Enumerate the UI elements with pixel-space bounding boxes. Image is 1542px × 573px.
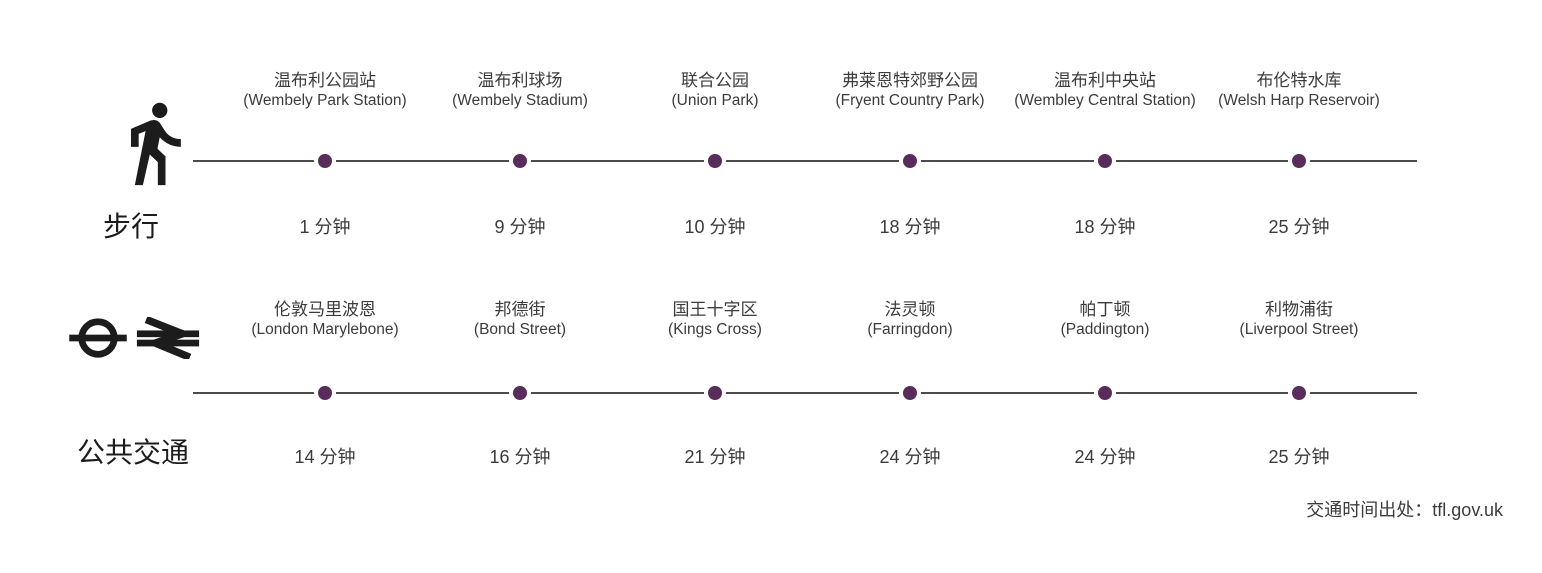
timeline-dot (704, 382, 726, 404)
station-name-en: (London Marylebone) (251, 321, 399, 338)
travel-time-label: 21 分钟 (684, 447, 746, 467)
station-name-en: (Wembely Stadium) (452, 92, 588, 109)
timeline-dot (314, 150, 336, 172)
timeline-dot (509, 382, 531, 404)
station-name-en: (Liverpool Street) (1239, 321, 1359, 338)
station-column: 国王十字区 (Kings Cross) (668, 299, 762, 339)
station-name-cn: 弗莱恩特郊野公园 (841, 71, 978, 90)
travel-time-label: 9 分钟 (494, 217, 546, 237)
station-name-en: (Bond Street) (473, 321, 567, 338)
station-column: 伦敦马里波恩 (London Marylebone) (251, 299, 398, 339)
station-name-cn: 利物浦街 (1264, 300, 1333, 319)
station-name-cn: 联合公园 (681, 71, 749, 90)
walking-timeline-line (193, 160, 1417, 162)
station-name-en: (Welsh Harp Reservoir) (1218, 92, 1380, 109)
timeline-dot (899, 382, 921, 404)
station-name-cn: 布伦特水库 (1256, 71, 1342, 90)
travel-time-label: 18 分钟 (1074, 217, 1136, 237)
public-transport-timeline-line (193, 392, 1417, 394)
travel-time-label: 24 分钟 (1074, 447, 1136, 467)
timeline-dot (1094, 382, 1116, 404)
station-name-en: (Kings Cross) (668, 321, 762, 338)
travel-time-label: 18 分钟 (879, 217, 941, 237)
station-name-en: (Wembley Central Station) (1014, 92, 1196, 109)
station-name-en: (Wembely Park Station) (243, 92, 407, 109)
station-name-en: (Union Park) (671, 92, 759, 109)
station-name-cn: 国王十字区 (672, 300, 758, 319)
timeline-dot (314, 382, 336, 404)
station-column: 弗莱恩特郊野公园 (Fryent Country Park) (835, 70, 984, 110)
station-column: 温布利球场 (Wembely Stadium) (452, 70, 588, 110)
station-column: 温布利中央站 (Wembley Central Station) (1014, 70, 1195, 110)
station-name-cn: 温布利公园站 (273, 71, 376, 90)
station-name-cn: 法灵顿 (884, 300, 936, 319)
tfl-roundel-icon (69, 315, 127, 361)
station-name-cn: 邦德街 (494, 300, 546, 319)
travel-time-label: 25 分钟 (1268, 217, 1330, 237)
station-column: 布伦特水库 (Welsh Harp Reservoir) (1218, 70, 1380, 110)
station-name-en: (Fryent Country Park) (835, 92, 985, 109)
timeline-dot (1288, 150, 1310, 172)
row-label-public-transport: 公共交通 (77, 437, 190, 468)
national-rail-icon (133, 317, 203, 359)
travel-time-label: 16 分钟 (489, 447, 551, 467)
walking-icon (108, 90, 200, 196)
timeline-dot (1288, 382, 1310, 404)
timeline-dot (899, 150, 921, 172)
source-note: 交通时间出处：tfl.gov.uk (1306, 500, 1503, 520)
station-name-cn: 温布利中央站 (1053, 71, 1156, 90)
station-name-en: (Farringdon) (867, 321, 953, 338)
station-name-en: (Paddington) (1060, 321, 1150, 338)
row-label-walking: 步行 (103, 211, 160, 242)
station-column: 邦德街 (Bond Street) (474, 299, 566, 339)
travel-time-label: 1 分钟 (299, 217, 351, 237)
station-column: 联合公园 (Union Park) (672, 70, 759, 110)
travel-time-label: 14 分钟 (294, 447, 356, 467)
travel-time-label: 10 分钟 (684, 217, 746, 237)
station-column: 法灵顿 (Farringdon) (867, 299, 952, 339)
station-column: 温布利公园站 (Wembely Park Station) (243, 70, 406, 110)
station-column: 利物浦街 (Liverpool Street) (1240, 299, 1359, 339)
station-name-cn: 伦敦马里波恩 (274, 300, 376, 319)
travel-time-label: 25 分钟 (1268, 447, 1330, 467)
station-name-cn: 温布利球场 (477, 71, 563, 90)
timeline-dot (1094, 150, 1116, 172)
travel-time-label: 24 分钟 (879, 447, 941, 467)
timeline-dot (704, 150, 726, 172)
station-column: 帕丁顿 (Paddington) (1061, 299, 1150, 339)
station-name-cn: 帕丁顿 (1079, 300, 1131, 319)
timeline-dot (509, 150, 531, 172)
